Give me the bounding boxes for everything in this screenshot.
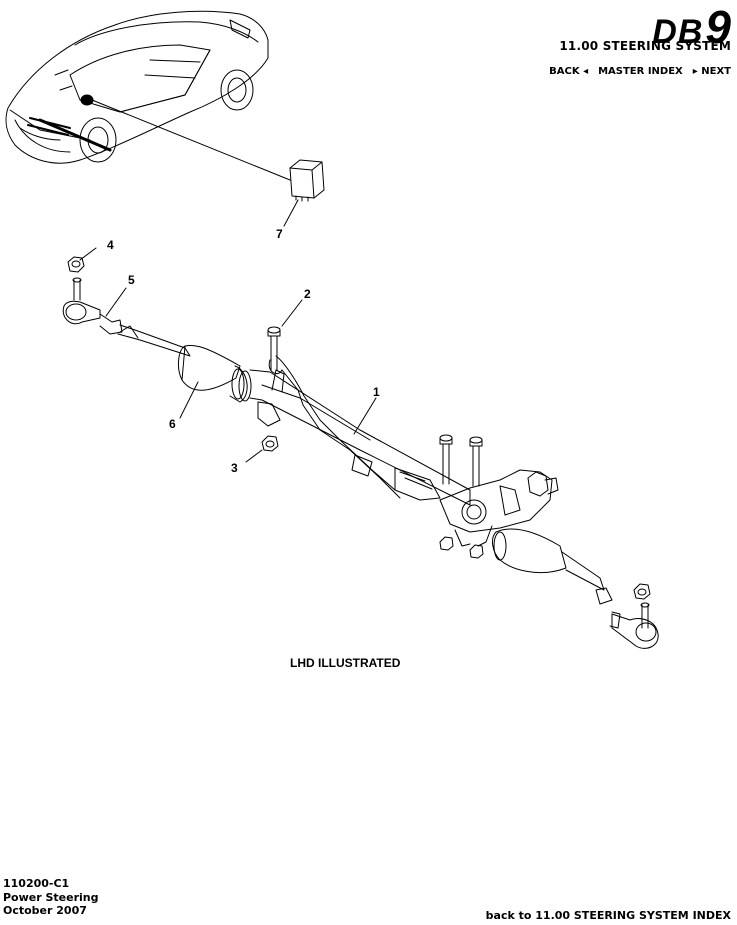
exploded-parts-diagram [5, 10, 659, 649]
callout-3: 3 [231, 461, 238, 475]
boot-6 [177, 344, 252, 403]
next-link[interactable]: ▸ NEXT [692, 66, 731, 77]
master-index-link[interactable]: MASTER INDEX [598, 66, 683, 77]
navigation-bar: BACK ◂ MASTER INDEX ▸ NEXT [549, 66, 731, 77]
bolt-2 [267, 326, 281, 371]
pinion-valve-housing [439, 469, 559, 547]
callout-6: 6 [169, 417, 176, 431]
car-illustration [5, 10, 269, 164]
footer-info: 110200-C1 Power Steering October 2007 [3, 877, 99, 918]
logo-db-text: DB [652, 13, 704, 51]
rack-housing [249, 355, 471, 506]
callout-1: 1 [373, 385, 380, 399]
callout-5: 5 [128, 273, 135, 287]
nut-3 [261, 435, 279, 452]
right-bolts [439, 434, 483, 487]
callout-2: 2 [304, 287, 311, 301]
callout-4: 4 [107, 238, 114, 252]
back-link[interactable]: BACK ◂ [549, 66, 589, 77]
drawing-date: October 2007 [3, 904, 87, 917]
right-nut [633, 583, 651, 600]
callout-7: 7 [276, 227, 283, 241]
logo-9-text: 9 [705, 1, 731, 53]
control-module [289, 159, 325, 202]
lower-nuts [439, 536, 484, 559]
section-title: 11.00 STEERING SYSTEM [559, 39, 731, 53]
drawing-code: 110200-C1 [3, 877, 70, 890]
drawing-name: Power Steering [3, 890, 99, 904]
db9-logo: DB9 [652, 0, 731, 54]
illustration-caption: LHD ILLUSTRATED [290, 656, 401, 670]
nut-4 [67, 256, 85, 273]
right-tie-rod-end [609, 602, 659, 649]
back-to-index-link[interactable]: back to 11.00 STEERING SYSTEM INDEX [485, 909, 731, 922]
right-boot [492, 528, 567, 574]
left-tie-rod-end [62, 277, 123, 335]
